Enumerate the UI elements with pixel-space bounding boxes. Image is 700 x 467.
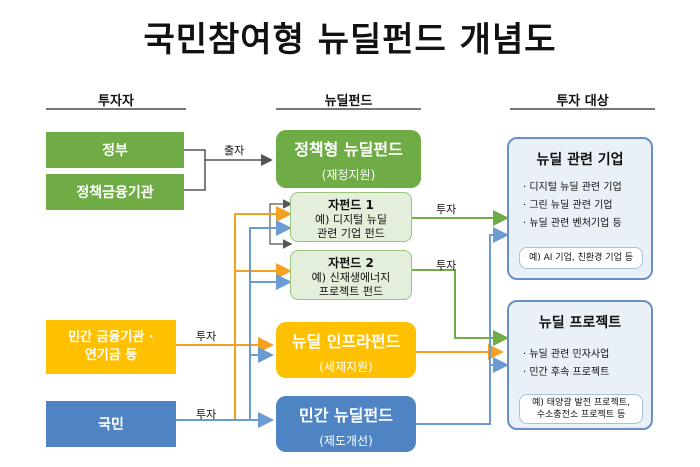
label-invest-citizens: 투자 (196, 408, 217, 421)
list-item: · 뉴딜 관련 민자사업 (523, 349, 610, 360)
column-underline-funds (276, 108, 421, 110)
fund-policy-title: 정책형 뉴딜펀드 (294, 140, 403, 159)
column-header-investors: 투자자 (98, 94, 134, 109)
connector-private-sub1 (234, 206, 292, 345)
column-header-targets: 투자 대상 (556, 94, 609, 109)
investor-private-line2: 연기금 등 (84, 348, 138, 363)
target-projects-title: 뉴딜 프로젝트 (538, 315, 622, 331)
sub-fund-1-line1: 예) 디지털 뉴딜 (314, 213, 387, 226)
investor-citizens: 국민 (46, 401, 176, 447)
sub-fund-2: 자펀드 2 예) 신재생에너지 프로젝트 펀드 (290, 250, 412, 300)
target-projects-list: · 뉴딜 관련 민자사업 · 민간 후속 프로젝트 (523, 346, 651, 382)
list-item: · 민간 후속 프로젝트 (523, 367, 610, 378)
connector-gov-bracket (184, 149, 206, 191)
sub-fund-2-line2: 프로젝트 펀드 (318, 285, 384, 298)
target-projects: 뉴딜 프로젝트 · 뉴딜 관련 민자사업 · 민간 후속 프로젝트 예) 태양광… (507, 300, 653, 430)
sub-fund-2-line1: 예) 신재생에너지 (311, 271, 391, 284)
target-projects-example: 예) 태양광 발전 프로젝트, 수소충전소 프로젝트 등 (519, 394, 643, 424)
target-companies: 뉴딜 관련 기업 · 디지털 뉴딜 관련 기업 · 그린 뉴딜 관련 기업 · … (507, 137, 653, 280)
fund-infra-subtitle: (세제지원) (319, 360, 373, 374)
column-underline-targets (510, 108, 655, 110)
investor-private-finance: 민간 금융기관 · 연기금 등 (46, 320, 176, 374)
investor-government: 정부 (46, 132, 184, 168)
label-invest-sub2: 투자 (436, 259, 457, 272)
fund-infra-title: 뉴딜 인프라펀드 (291, 332, 401, 351)
target-companies-list: · 디지털 뉴딜 관련 기업 · 그린 뉴딜 관련 기업 · 뉴딜 관련 벤처기… (523, 179, 651, 233)
column-header-funds: 뉴딜펀드 (324, 94, 373, 109)
fund-private-subtitle: (제도개선) (319, 434, 373, 448)
fund-policy: 정책형 뉴딜펀드 (재정지원) (276, 130, 421, 188)
connector-private-privatefund (234, 345, 274, 428)
list-item: · 뉴딜 관련 벤처기업 등 (523, 218, 622, 229)
list-item: · 그린 뉴딜 관련 기업 (523, 200, 613, 211)
target-companies-example: 예) AI 기업, 친환경 기업 등 (519, 247, 643, 269)
connector-privatefund-companies (415, 227, 509, 425)
fund-infra: 뉴딜 인프라펀드 (세제지원) (276, 322, 416, 378)
target-projects-example-line2: 수소충전소 프로젝트 등 (536, 410, 626, 420)
investor-policy-finance: 정책금융기관 (46, 174, 184, 210)
fund-private: 민간 뉴딜펀드 (제도개선) (276, 396, 416, 452)
connector-policy-sub2 (269, 203, 293, 249)
fund-private-title: 민간 뉴딜펀드 (299, 406, 393, 425)
fund-policy-subtitle: (재정지원) (321, 168, 376, 182)
connector-sub2-projects (412, 269, 509, 346)
page-title: 국민참여형 뉴딜펀드 개념도 (143, 20, 557, 60)
column-underline-investors (46, 108, 186, 110)
sub-fund-1: 자펀드 1 예) 디지털 뉴딜 관련 기업 펀드 (290, 192, 412, 242)
label-invest-sub1: 투자 (436, 203, 457, 216)
list-item: · 디지털 뉴딜 관련 기업 (523, 182, 622, 193)
target-projects-example-line1: 예) 태양광 발전 프로젝트, (532, 398, 630, 408)
sub-fund-1-title: 자펀드 1 (328, 198, 374, 212)
target-companies-title: 뉴딜 관련 기업 (536, 152, 624, 168)
label-contribution: 출자 (224, 144, 245, 157)
sub-fund-1-line2: 관련 기업 펀드 (317, 227, 385, 240)
label-invest-private: 투자 (196, 330, 217, 343)
investor-private-line1: 민간 금융기관 · (68, 330, 154, 345)
sub-fund-2-title: 자펀드 2 (328, 256, 374, 270)
